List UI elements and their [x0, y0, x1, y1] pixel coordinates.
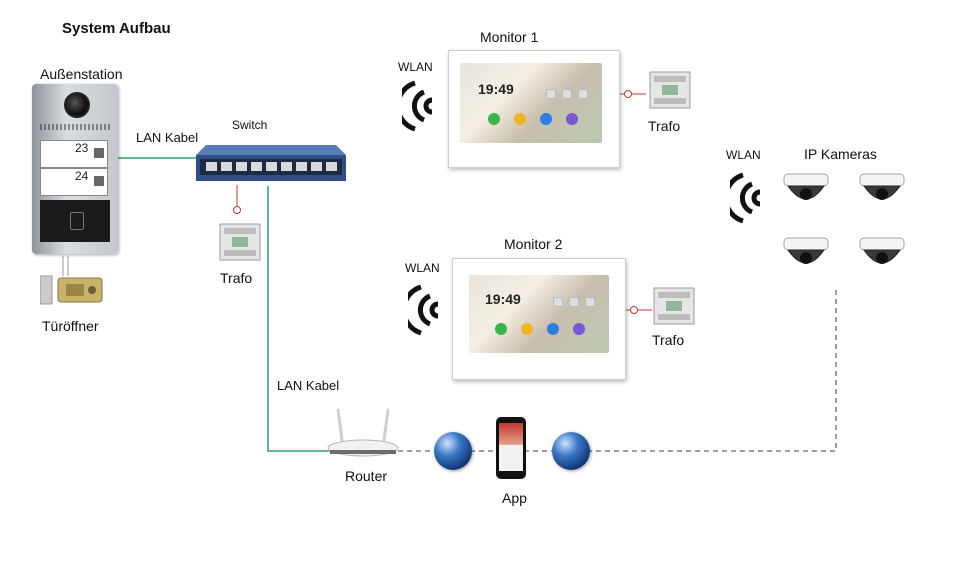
wifi-icon	[402, 80, 433, 132]
app-tile-icon	[562, 89, 572, 99]
wifi-icon	[408, 284, 439, 336]
wlan-cameras-label: WLAN	[726, 148, 761, 162]
outdoor-station: 23 24	[32, 84, 118, 254]
wlan-monitor2-label: WLAN	[405, 261, 440, 275]
lock-icon	[40, 275, 103, 305]
call-button-2: 24	[40, 168, 108, 196]
call-app-icon	[488, 113, 500, 125]
power-plug-monitor1	[624, 90, 632, 98]
call-button-1: 23	[40, 140, 108, 168]
app-tile-icon	[578, 89, 588, 99]
monitor1-screen: 19:49	[460, 63, 602, 143]
lan-cable-label-top: LAN Kabel	[136, 130, 199, 145]
diagram-title: System Aufbau	[62, 20, 171, 37]
outdoor-station-label: Außenstation	[40, 66, 123, 82]
power-plug-switch	[233, 206, 241, 214]
power-plug-monitor2	[630, 306, 638, 314]
monitor2: 19:49	[452, 258, 626, 380]
monitor1-time: 19:49	[478, 81, 514, 97]
app-tile-icon	[553, 297, 563, 307]
video-app-icon	[573, 323, 585, 335]
call-app-icon	[495, 323, 507, 335]
camera-icon	[783, 237, 829, 264]
trafo-monitor2-label: Trafo	[652, 332, 685, 348]
app-tile-icon	[546, 89, 556, 99]
lan-cable-label-bottom: LAN Kabel	[277, 378, 340, 393]
video-app-icon	[566, 113, 578, 125]
phone-icon	[496, 417, 526, 479]
speaker-grille	[40, 124, 110, 130]
message-app-icon	[521, 323, 533, 335]
monitor2-time: 19:49	[485, 291, 521, 307]
trafo-monitor1-label: Trafo	[648, 118, 681, 134]
router-label: Router	[345, 468, 388, 484]
wlan-monitor1-label: WLAN	[398, 60, 433, 74]
settings-app-icon	[547, 323, 559, 335]
app-tile-icon	[569, 297, 579, 307]
camera-icon	[783, 173, 829, 200]
monitor2-label: Monitor 2	[504, 236, 563, 252]
door-camera-icon	[64, 92, 90, 118]
trafo-icon	[649, 71, 691, 109]
card-reader	[40, 200, 110, 242]
globe-icon	[552, 432, 590, 470]
settings-app-icon	[540, 113, 552, 125]
monitor1-label: Monitor 1	[480, 29, 539, 45]
camera-icon	[859, 237, 905, 264]
call-button-number: 24	[75, 169, 89, 183]
trafo-switch-label: Trafo	[220, 270, 253, 286]
lan-line-switch-router	[267, 186, 330, 452]
internet-dashed-line	[398, 290, 837, 452]
message-app-icon	[514, 113, 526, 125]
trafo-icon	[653, 287, 695, 325]
ip-cameras-label: IP Kameras	[804, 146, 877, 162]
monitor1: 19:49	[448, 50, 620, 168]
camera-icon	[859, 173, 905, 200]
button-key-icon	[94, 176, 104, 186]
monitor2-screen: 19:49	[469, 275, 609, 353]
switch-label: Switch	[232, 118, 268, 132]
switch-icon	[196, 145, 346, 181]
app-tile-icon	[585, 297, 595, 307]
door-opener-label: Türöffner	[42, 318, 99, 334]
trafo-icon	[219, 223, 261, 261]
call-button-number: 23	[75, 141, 89, 155]
app-label: App	[502, 490, 527, 506]
wifi-icon	[730, 172, 761, 224]
button-key-icon	[94, 148, 104, 158]
globe-icon	[434, 432, 472, 470]
router-icon	[327, 408, 399, 457]
